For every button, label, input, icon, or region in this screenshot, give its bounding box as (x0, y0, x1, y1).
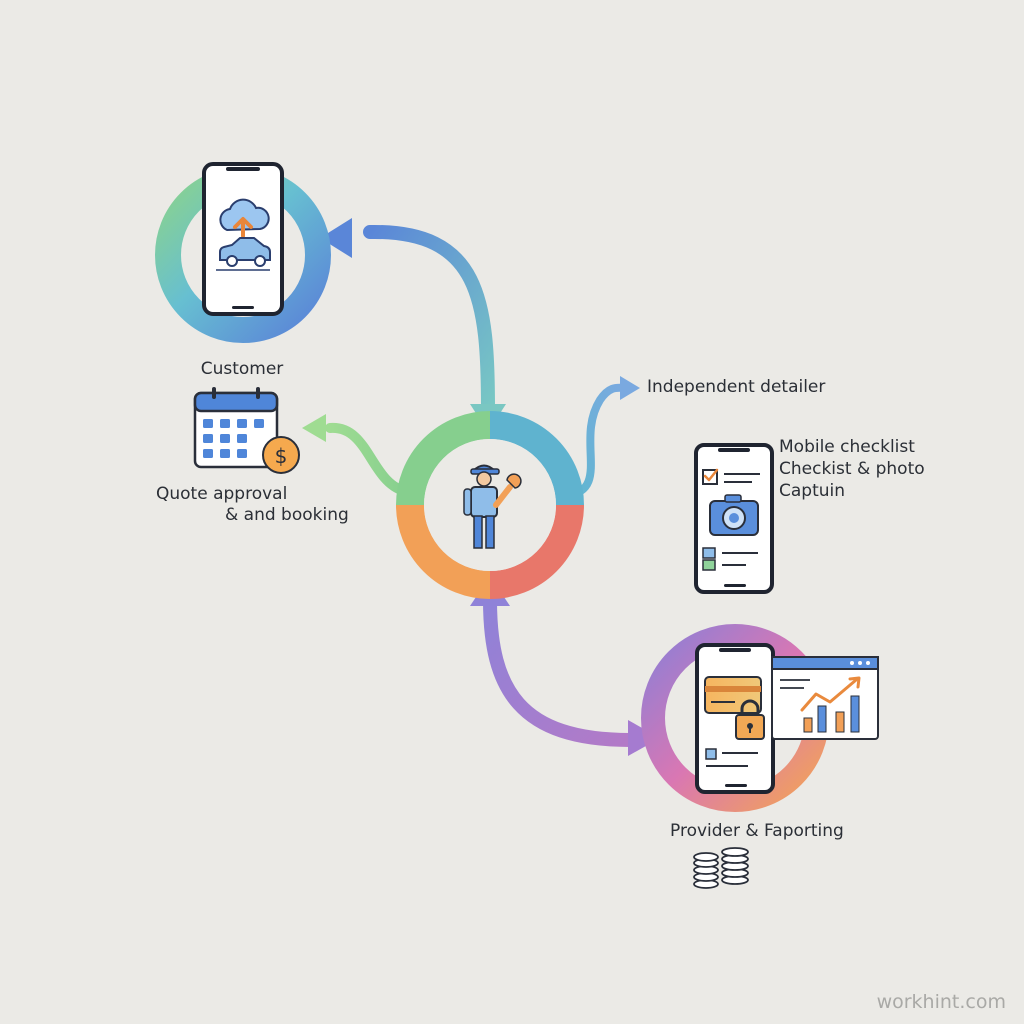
mobile-checklist-label-line3: Captuin (779, 481, 845, 501)
arrow-to-detailer (562, 376, 640, 500)
padlock-icon (735, 699, 765, 740)
quote-label-line1: Quote approval (156, 484, 287, 504)
checklist-rows (705, 748, 758, 767)
credit-card-icon (704, 676, 762, 714)
detailer-ring (396, 411, 584, 599)
cloud-upload-icon (219, 198, 270, 238)
worker-with-wrench-icon (463, 464, 522, 549)
svg-text:$: $ (275, 444, 288, 468)
checkbox-icon (702, 468, 760, 485)
detailer-node (396, 411, 584, 599)
mobile-checklist-label-line2: Checkist & photo (779, 459, 925, 479)
provider-node: Provider & Faporting (641, 624, 879, 889)
dollar-coin-icon: $ (262, 436, 300, 474)
customer-node: Customer (155, 162, 331, 379)
mobile-checklist-node: Mobile checklist Checkist & photo Captui… (694, 437, 925, 594)
arrow-to-quote (302, 414, 413, 497)
quote-label-line2: & and booking (225, 505, 349, 525)
customer-label: Customer (201, 359, 284, 379)
provider-label: Provider & Faporting (670, 821, 844, 841)
coin-stack-icon (693, 847, 749, 889)
camera-icon (709, 494, 759, 536)
detailer-label: Independent detailer (647, 377, 825, 397)
car-icon (216, 237, 271, 271)
mobile-checklist-label-line1: Mobile checklist (779, 437, 915, 457)
watermark-text: workhint.com (877, 991, 1006, 1013)
arrow-center-to-provider (470, 576, 660, 756)
arrow-center-to-customer (320, 218, 506, 432)
calendar-icon (193, 387, 279, 469)
quote-node: $ Quote approval & and booking (156, 387, 349, 525)
bar-chart-icon (800, 676, 861, 733)
checklist-rows (702, 547, 758, 571)
